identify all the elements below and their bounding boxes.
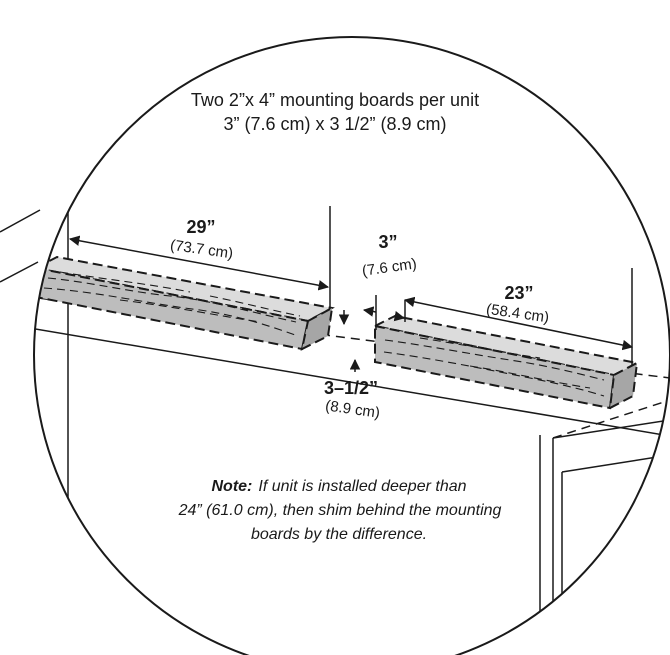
magnifier-circle (33, 36, 670, 655)
dimension-lines (68, 235, 634, 372)
magnified-view (34, 177, 670, 655)
board2-length-cm: (58.4 cm) (485, 301, 550, 327)
cabinet-dashed-edge (67, 302, 670, 439)
note-line-1-text: If unit is installed deeper than (258, 478, 466, 495)
magnifier-pointer-lines (0, 209, 41, 283)
board2-length-inches: 23” (504, 283, 533, 303)
note-line-3: boards by the difference. (251, 526, 427, 543)
board-depth-cm: (8.9 cm) (324, 397, 381, 421)
note-line-1: Note: If unit is installed deeper than (211, 478, 466, 495)
board1-length-inches: 29” (186, 217, 215, 237)
cabinet-outline (34, 177, 670, 655)
mounting-board-2 (371, 314, 640, 410)
board-depth-inches: 3–1/2” (324, 378, 378, 398)
mounting-board-1 (34, 255, 335, 351)
note-line-2: 24” (61.0 cm), then shim behind the moun… (178, 502, 502, 519)
caption-line-2: 3” (7.6 cm) x 3 1/2” (8.9 cm) (223, 114, 446, 134)
gap-cm: (7.6 cm) (361, 255, 418, 279)
note-label: Note: (211, 478, 252, 495)
gap-inches: 3” (378, 232, 397, 252)
caption-line-1: Two 2”x 4” mounting boards per unit (191, 90, 479, 110)
